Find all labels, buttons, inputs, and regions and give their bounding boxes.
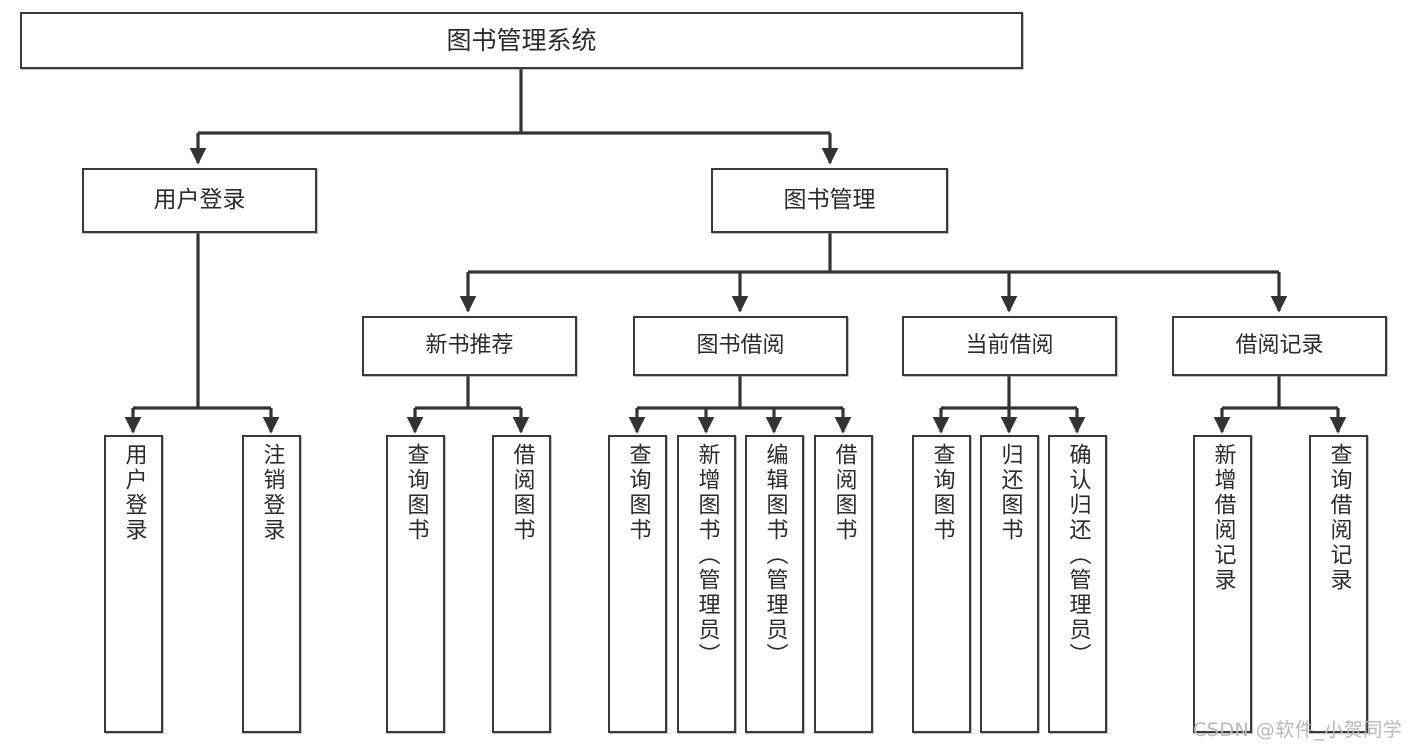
node-leaf-query-book-3[interactable]: 查询图书	[912, 435, 971, 733]
node-leaf-confirm-return-admin[interactable]: 确认归还（管理员）	[1048, 435, 1107, 733]
node-book-borrow-label: 图书借阅	[696, 333, 785, 359]
node-leaf-borrow-book-1-label: 借阅图书	[509, 443, 535, 543]
node-leaf-add-borrow-record-label: 新增借阅记录	[1210, 443, 1236, 593]
node-borrow-record-label: 借阅记录	[1235, 333, 1324, 359]
node-leaf-borrow-book-2[interactable]: 借阅图书	[814, 435, 873, 733]
node-borrow-record[interactable]: 借阅记录	[1172, 316, 1387, 376]
node-user-login-label: 用户登录	[153, 186, 246, 213]
node-leaf-add-borrow-record[interactable]: 新增借阅记录	[1193, 435, 1252, 733]
node-leaf-query-book-1[interactable]: 查询图书	[386, 435, 445, 733]
node-leaf-query-book-2-label: 查询图书	[625, 443, 651, 543]
node-leaf-return-book-label: 归还图书	[997, 443, 1023, 543]
node-leaf-confirm-return-admin-label: 确认归还（管理员）	[1065, 443, 1091, 668]
node-leaf-edit-book-admin-label: 编辑图书（管理员）	[762, 443, 788, 668]
node-leaf-logout-login-label: 注销登录	[259, 443, 285, 543]
node-book-manage-label: 图书管理	[783, 186, 876, 213]
node-new-book-recommend[interactable]: 新书推荐	[362, 316, 577, 376]
node-book-borrow[interactable]: 图书借阅	[633, 316, 848, 376]
node-leaf-logout-login[interactable]: 注销登录	[242, 435, 301, 733]
node-current-borrow-label: 当前借阅	[965, 333, 1054, 359]
node-leaf-add-book-admin-label: 新增图书（管理员）	[694, 443, 720, 668]
node-leaf-query-book-1-label: 查询图书	[403, 443, 429, 543]
node-leaf-borrow-book-1[interactable]: 借阅图书	[492, 435, 551, 733]
node-new-book-recommend-label: 新书推荐	[425, 333, 514, 359]
node-leaf-return-book[interactable]: 归还图书	[980, 435, 1039, 733]
node-root-label: 图书管理系统	[446, 25, 597, 55]
node-leaf-user-login[interactable]: 用户登录	[104, 435, 163, 733]
node-user-login[interactable]: 用户登录	[82, 168, 317, 233]
node-leaf-user-login-label: 用户登录	[121, 443, 147, 543]
node-leaf-borrow-book-2-label: 借阅图书	[831, 443, 857, 543]
node-current-borrow[interactable]: 当前借阅	[902, 316, 1117, 376]
node-leaf-query-borrow-record[interactable]: 查询借阅记录	[1309, 435, 1368, 733]
node-leaf-edit-book-admin[interactable]: 编辑图书（管理员）	[745, 435, 804, 733]
node-leaf-add-book-admin[interactable]: 新增图书（管理员）	[677, 435, 736, 733]
node-book-manage[interactable]: 图书管理	[711, 168, 948, 233]
node-leaf-query-book-2[interactable]: 查询图书	[608, 435, 667, 733]
csdn-watermark: CSDN @软件_小贺同学	[1193, 719, 1403, 741]
node-leaf-query-borrow-record-label: 查询借阅记录	[1326, 443, 1352, 593]
node-leaf-query-book-3-label: 查询图书	[929, 443, 955, 543]
node-root[interactable]: 图书管理系统	[20, 12, 1023, 69]
